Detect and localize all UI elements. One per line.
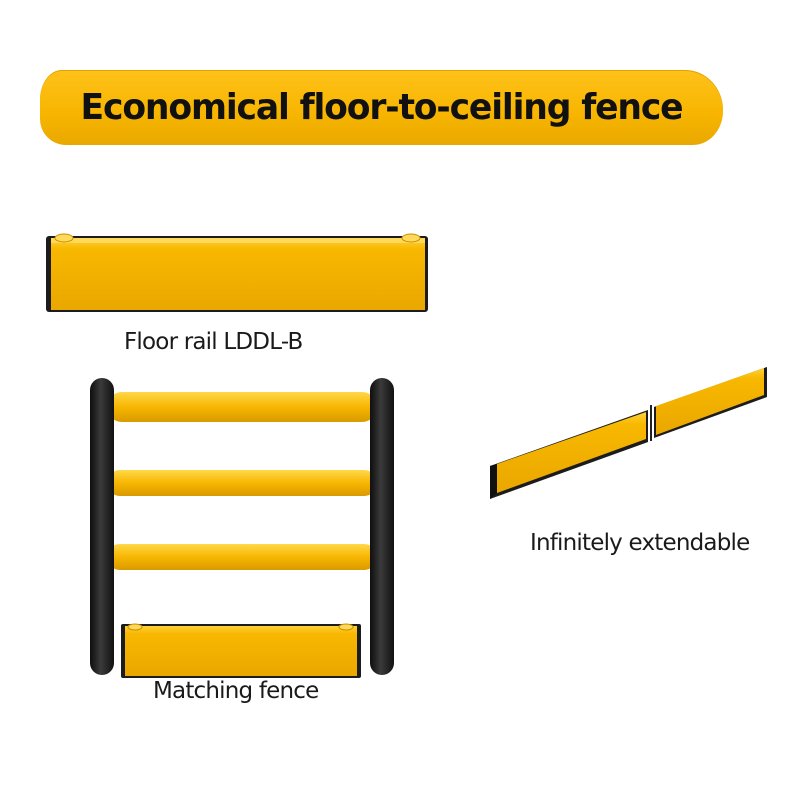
caption-floor-rail: Floor rail LDDL-B [124, 329, 303, 355]
page-title: Economical floor-to-ceiling fence [80, 87, 684, 128]
fence-illustration [90, 378, 394, 678]
floor-rail-illustration [46, 233, 428, 312]
extendable-rail-illustration [490, 367, 767, 499]
caption-extendable: Infinitely extendable [530, 530, 750, 556]
caption-matching-fence: Matching fence [153, 678, 319, 704]
title-banner [40, 70, 723, 145]
